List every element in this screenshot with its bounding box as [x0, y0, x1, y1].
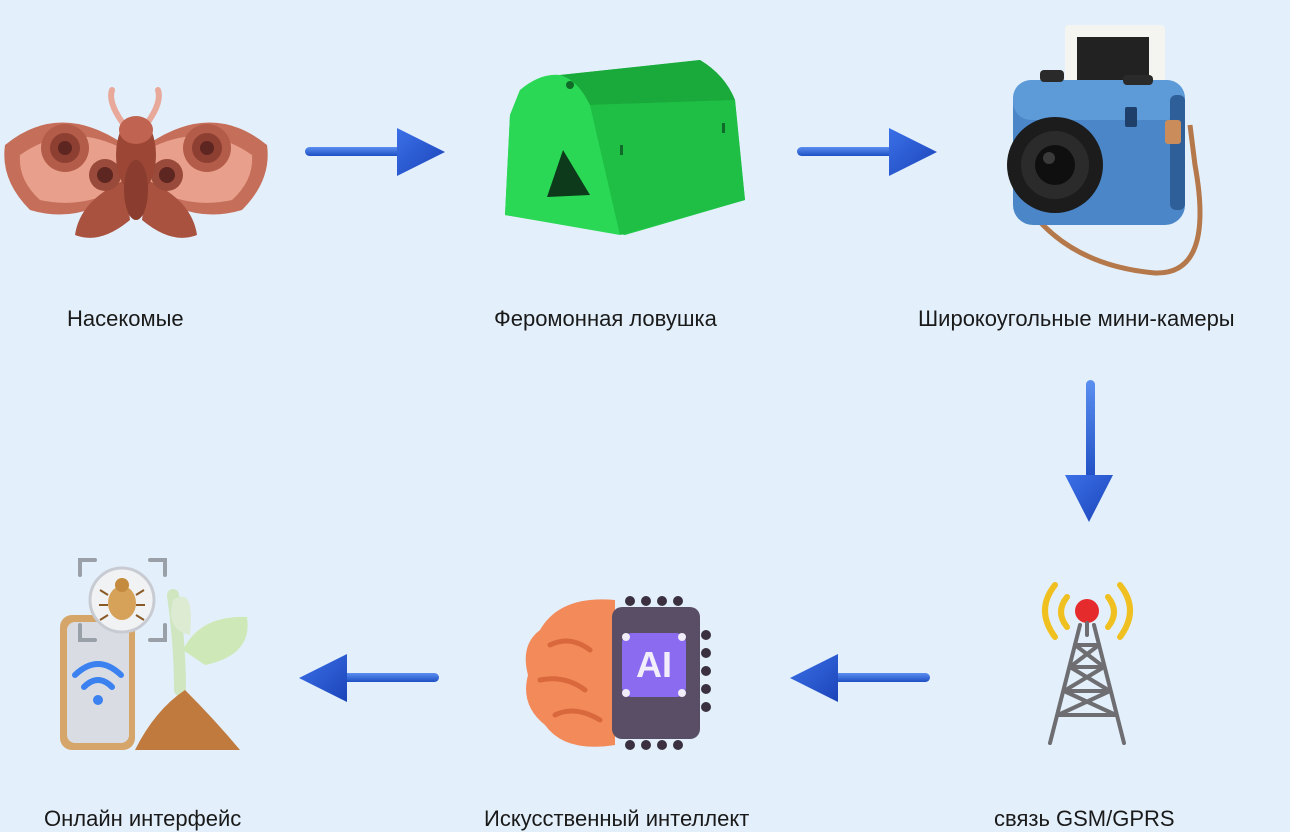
- arrow-right: [305, 126, 447, 178]
- arrow-down: [1063, 380, 1115, 525]
- ai-chip-text: AI: [636, 644, 672, 685]
- arrow-right: [797, 126, 939, 178]
- arrow-left: [297, 652, 439, 704]
- node-label: Искусственный интеллект: [484, 806, 750, 831]
- node-label: Онлайн интерфейс: [44, 806, 242, 831]
- node-label: связь GSM/GPRS: [994, 806, 1175, 831]
- camera-icon: [1005, 25, 1205, 280]
- node-label: Широкоугольные мини-камеры: [918, 306, 1235, 331]
- arrow-left: [788, 652, 930, 704]
- ai-brain-chip-icon: AI: [520, 595, 720, 755]
- node-label: Насекомые: [67, 306, 184, 331]
- node-label: Феромонная ловушка: [494, 306, 717, 331]
- phone-bug-scan-icon: [55, 555, 255, 755]
- radio-tower-icon: [1025, 575, 1150, 750]
- moth-icon: [0, 50, 272, 245]
- pheromone-trap-icon: [500, 55, 750, 240]
